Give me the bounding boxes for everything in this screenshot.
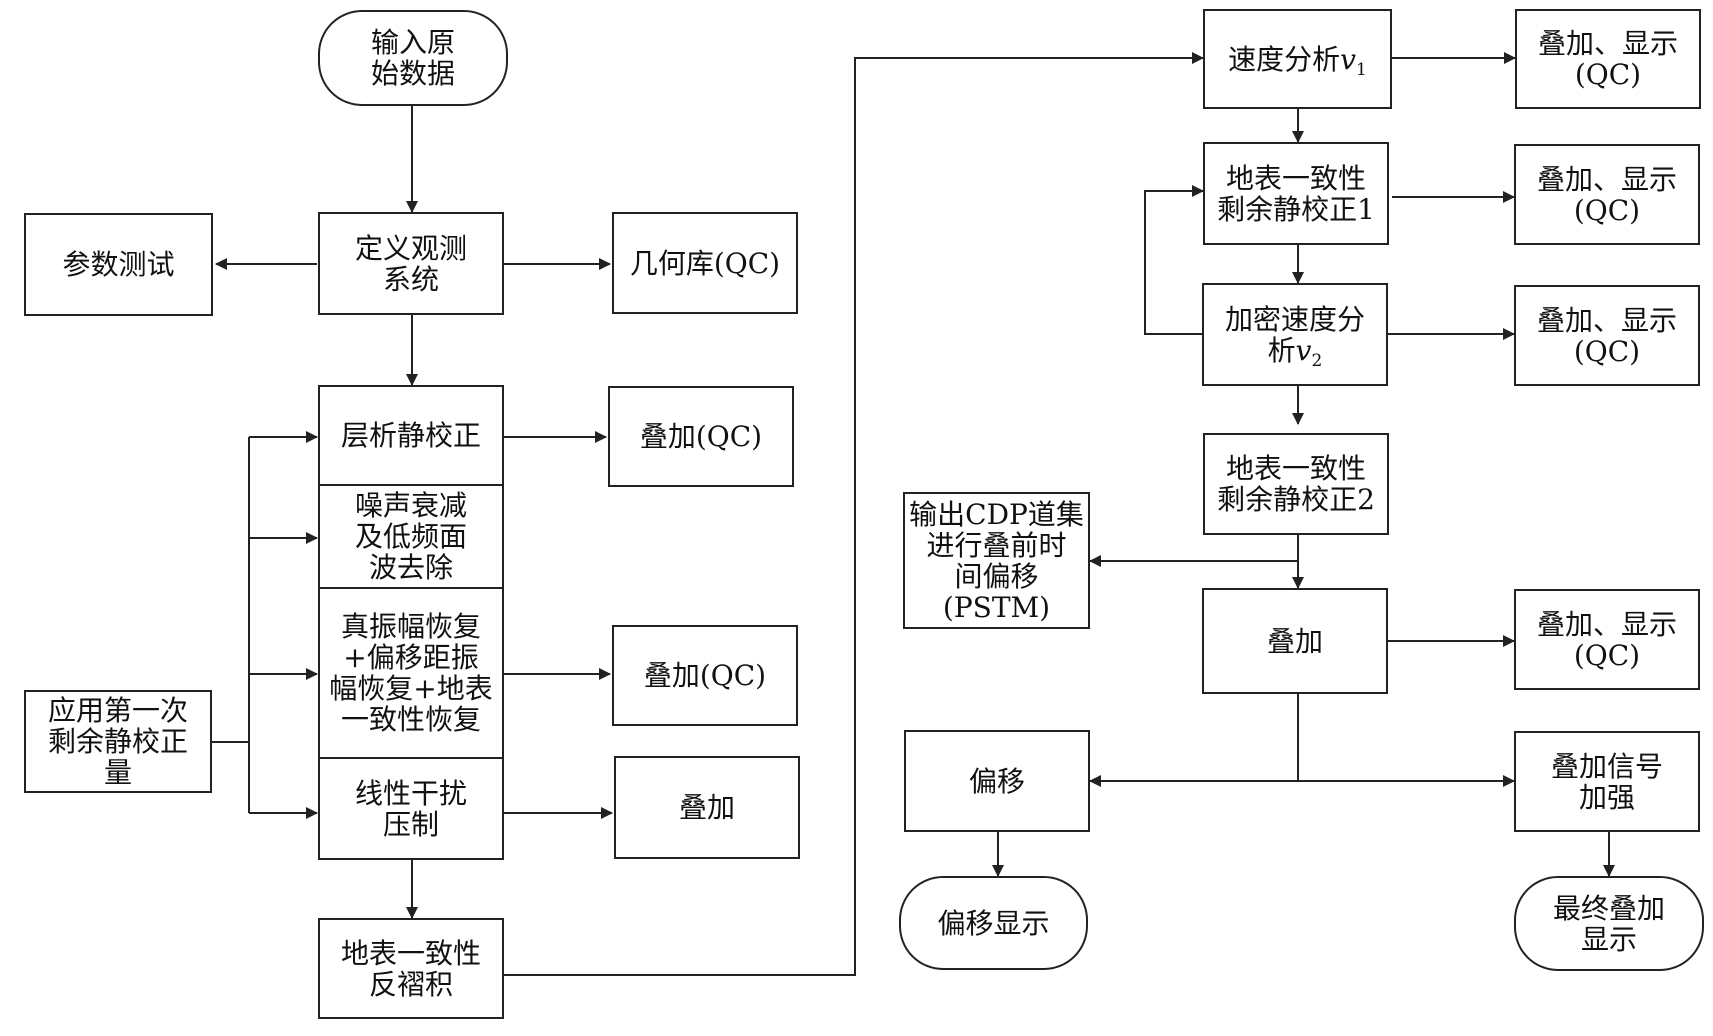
stack-plain-box: 叠加 — [614, 756, 800, 859]
stack-qc-2-label: 叠加(QC) — [643, 659, 767, 692]
stack-main-box: 叠加 — [1202, 588, 1388, 694]
surface-decon-box: 地表一致性 反褶积 — [318, 918, 504, 1019]
vel-analysis-1-label: 速度分析v1 — [1228, 42, 1367, 80]
stack-qc-1-box: 叠加(QC) — [608, 386, 794, 487]
display-qc-3-box: 叠加、显示 (QC) — [1514, 285, 1700, 386]
output-cdp-box: 输出CDP道集 进行叠前时 间偏移 (PSTM) — [903, 492, 1090, 629]
apply-residual-label: 应用第一次 剩余静校正 量 — [47, 694, 188, 789]
stack-qc-1-label: 叠加(QC) — [639, 420, 763, 453]
stack-plain-label: 叠加 — [678, 791, 735, 824]
noise-atten-label: 噪声衰减 及低频面 波去除 — [354, 489, 467, 584]
tomo-statics-box: 层析静校正 — [318, 385, 504, 486]
noise-atten-box: 噪声衰减 及低频面 波去除 — [318, 486, 504, 589]
stack-main-label: 叠加 — [1266, 624, 1323, 658]
display-qc-4-box: 叠加、显示 (QC) — [1514, 589, 1700, 690]
vel-analysis-1-box: 速度分析v1 — [1203, 9, 1392, 109]
final-display-label: 最终叠加 显示 — [1552, 891, 1665, 956]
migration-display-terminal: 偏移显示 — [899, 876, 1088, 970]
geometry-qc-label: 几何库(QC) — [629, 246, 781, 280]
display-qc-2-box: 叠加、显示 (QC) — [1514, 144, 1700, 245]
amp-recovery-box: 真振幅恢复 +偏移距振 幅恢复+地表 一致性恢复 — [318, 589, 504, 759]
tomo-statics-label: 层析静校正 — [340, 419, 481, 452]
migration-box: 偏移 — [904, 730, 1090, 832]
geometry-qc-box: 几何库(QC) — [612, 212, 798, 314]
migration-label: 偏移 — [968, 764, 1025, 798]
arrow-decon-to-vel1 — [504, 52, 1204, 976]
param-test-label: 参数测试 — [62, 248, 175, 281]
display-qc-4-label: 叠加、显示 (QC) — [1536, 607, 1677, 672]
apply-residual-box: 应用第一次 剩余静校正 量 — [24, 690, 212, 793]
linear-noise-label: 线性干扰 压制 — [354, 776, 467, 841]
output-cdp-label: 输出CDP道集 进行叠前时 间偏移 (PSTM) — [909, 497, 1084, 624]
signal-enhance-label: 叠加信号 加强 — [1550, 749, 1663, 814]
surface-decon-label: 地表一致性 反褶积 — [340, 936, 481, 1001]
amp-recovery-label: 真振幅恢复 +偏移距振 幅恢复+地表 一致性恢复 — [329, 610, 493, 736]
vel-analysis-2-label: 加密速度分 析v2 — [1224, 302, 1365, 371]
display-qc-1-box: 叠加、显示 (QC) — [1515, 9, 1701, 109]
residual-statics-1-box: 地表一致性 剩余静校正1 — [1203, 142, 1389, 245]
define-geometry-box: 定义观测 系统 — [318, 212, 504, 315]
signal-enhance-box: 叠加信号 加强 — [1514, 731, 1700, 832]
residual-statics-2-box: 地表一致性 剩余静校正2 — [1203, 433, 1389, 535]
arrow-vel2-loop-to-res1 — [1144, 185, 1204, 335]
define-geometry-label: 定义观测 系统 — [354, 231, 467, 296]
linear-noise-box: 线性干扰 压制 — [318, 759, 504, 860]
param-test-box: 参数测试 — [24, 213, 213, 316]
residual-statics-1-label: 地表一致性 剩余静校正1 — [1217, 161, 1375, 226]
final-display-terminal: 最终叠加 显示 — [1514, 876, 1704, 971]
display-qc-1-label: 叠加、显示 (QC) — [1537, 27, 1678, 91]
display-qc-2-label: 叠加、显示 (QC) — [1536, 162, 1677, 227]
migration-display-label: 偏移显示 — [937, 906, 1050, 940]
start-terminal-label: 输入原 始数据 — [370, 26, 455, 90]
start-terminal: 输入原 始数据 — [318, 10, 508, 106]
display-qc-3-label: 叠加、显示 (QC) — [1536, 303, 1677, 368]
vel-analysis-2-box: 加密速度分 析v2 — [1202, 283, 1388, 386]
stack-qc-2-box: 叠加(QC) — [612, 625, 798, 726]
residual-statics-2-label: 地表一致性 剩余静校正2 — [1217, 452, 1375, 516]
